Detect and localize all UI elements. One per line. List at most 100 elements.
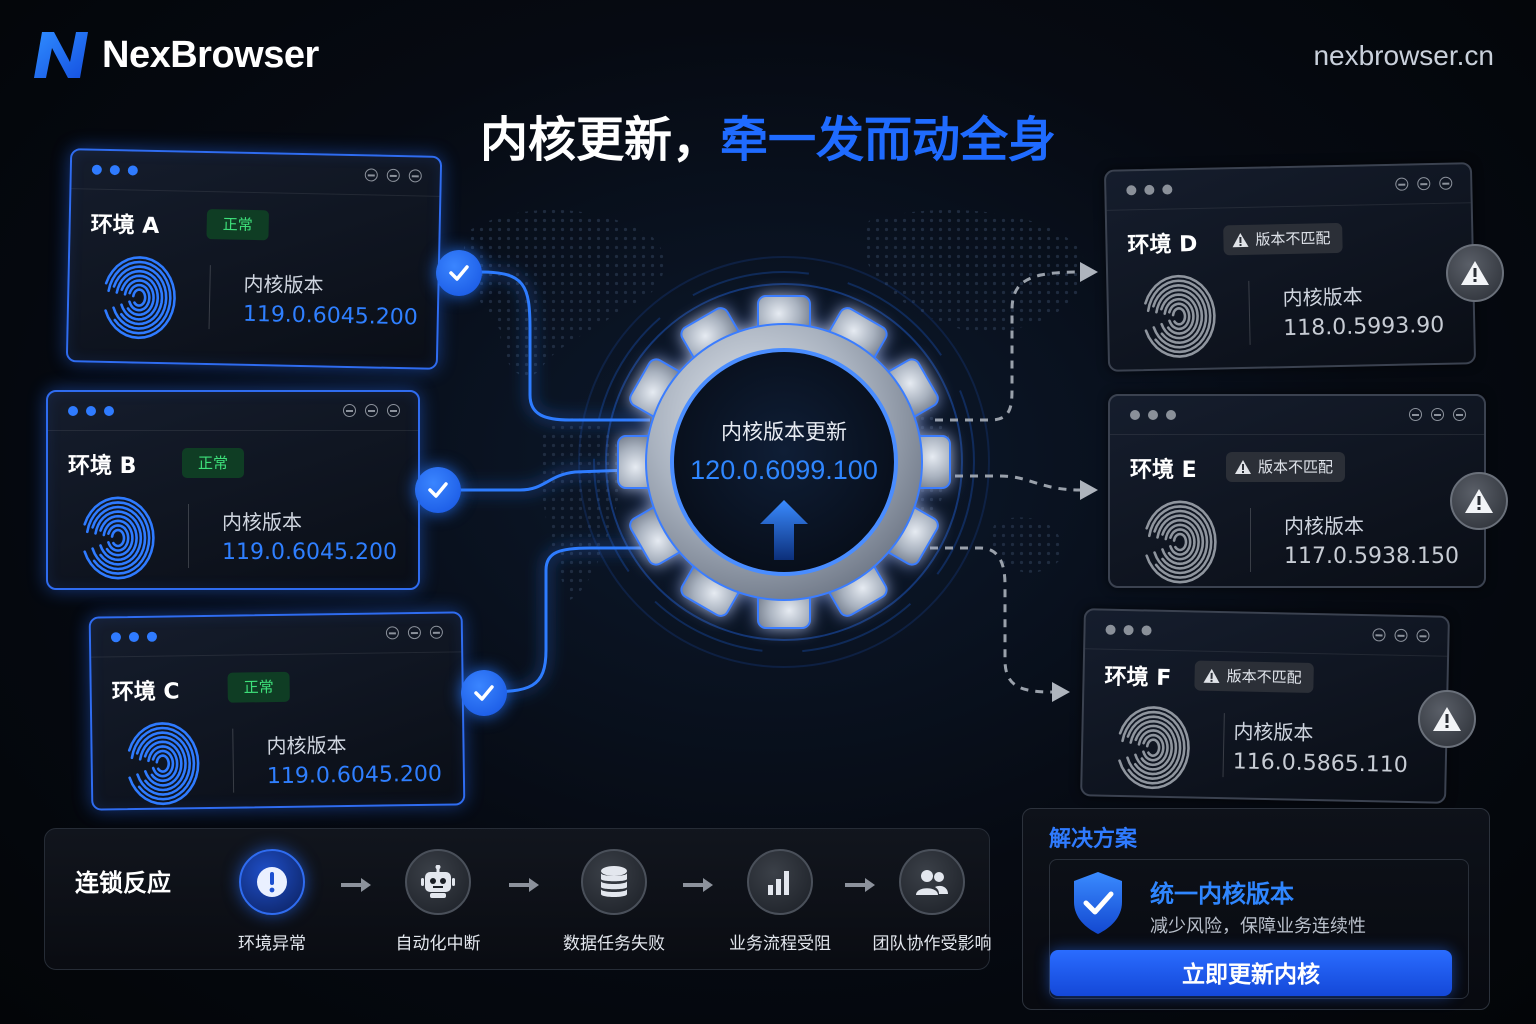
env-card-c[interactable]: 环境 C 正常 内核版本 119.0.6045.200 (88, 611, 466, 811)
window-dots (68, 406, 114, 416)
fingerprint-ridge (83, 496, 155, 580)
kernel-version: 117.0.5938.150 (1284, 544, 1459, 569)
window-controls[interactable] (385, 625, 444, 640)
step-label: 数据任务失败 (563, 934, 665, 954)
warning-icon (1446, 244, 1504, 302)
kernel-version: 118.0.5993.90 (1283, 312, 1445, 342)
kernel-label: 内核版本 (266, 733, 347, 759)
brand-logo[interactable]: NexBrowser (30, 28, 319, 82)
status-text: 版本不匹配 (1258, 458, 1334, 476)
kernel-label: 内核版本 (1282, 284, 1363, 311)
solution-card: 统一内核版本 减少风险，保障业务连续性 立即更新内核 (1049, 859, 1469, 999)
fingerprint-ridge (1148, 505, 1213, 579)
kernel-label: 内核版本 (243, 271, 324, 298)
fingerprint-ridge (1160, 293, 1199, 340)
headline-blue: 牵一发而动全身 (720, 112, 1057, 168)
fingerprint-icon (127, 722, 200, 806)
env-card-f[interactable]: 环境 F 版本不匹配 内核版本 116.0.5865.110 (1080, 608, 1450, 804)
status-badge: 正常 (227, 671, 290, 703)
fingerprint-ridge (104, 256, 176, 340)
fingerprint-ridge (1134, 724, 1174, 771)
env-name: 环境 F (1104, 664, 1172, 692)
fingerprint-ridge (99, 514, 138, 562)
solution-sub: 减少风险，保障业务连续性 (1150, 916, 1366, 937)
env-card-d[interactable]: 环境 D 版本不匹配 内核版本 118.0.5993.90 (1103, 162, 1477, 372)
window-dots (91, 164, 138, 176)
fingerprint-ridge (110, 528, 126, 548)
chain-reaction-panel: 连锁反应 环境异常 自动化中断 数据任务失败 业务流程受阻 团队协作受影响 (44, 828, 992, 970)
kernel-label: 内核版本 (1233, 719, 1314, 746)
check-icon (415, 467, 461, 513)
window-controls[interactable] (1395, 176, 1453, 191)
fingerprint-ridge (120, 274, 160, 321)
fingerprint-ridge (1168, 302, 1191, 331)
fingerprint-ridge (1169, 528, 1192, 556)
update-kernel-button[interactable]: 立即更新内核 (1050, 950, 1452, 996)
fingerprint-ridge (138, 735, 187, 792)
fingerprint-ridge (1161, 518, 1200, 566)
site-url[interactable]: nexbrowser.cn (1313, 40, 1494, 71)
fingerprint-ridge (86, 501, 151, 575)
status-text: 版本不匹配 (1255, 229, 1331, 249)
chain-step: 环境异常 (197, 849, 347, 954)
warning-icon (1203, 668, 1220, 684)
check-icon (436, 250, 482, 296)
chain-step: 业务流程受阻 (705, 849, 855, 954)
chain-step: 数据任务失败 (539, 849, 689, 954)
status-badge: 版本不匹配 (1223, 222, 1343, 256)
fingerprint-ridge (1164, 523, 1196, 561)
kernel-label: 内核版本 (222, 510, 302, 534)
env-card-b[interactable]: 环境 B 正常 内核版本 119.0.6045.200 (46, 390, 420, 590)
fingerprint-ridge (1152, 284, 1208, 349)
chain-step: 团队协作受影响 (857, 849, 1007, 954)
solution-main: 统一内核版本 (1150, 880, 1294, 908)
fingerprint-ridge (1142, 733, 1165, 762)
window-controls[interactable] (364, 168, 422, 183)
window-controls[interactable] (1409, 408, 1466, 421)
window-controls[interactable] (343, 404, 400, 417)
arrow-right-icon (683, 878, 713, 892)
fingerprint-ridge (1144, 274, 1216, 358)
warning-icon (1418, 690, 1476, 748)
shield-check-icon (1074, 872, 1122, 934)
window-dots (1126, 184, 1173, 196)
warning-icon (1235, 460, 1251, 474)
env-card-e[interactable]: 环境 E 版本不匹配 内核版本 117.0.5938.150 (1108, 394, 1486, 588)
fingerprint-ridge (130, 726, 196, 801)
fingerprint-ridge (1118, 706, 1190, 790)
fingerprint-icon (1145, 500, 1217, 584)
arrow-up-icon (760, 500, 808, 560)
arrow-right-icon (509, 878, 539, 892)
fingerprint-ridge (143, 740, 183, 787)
fingerprint-ridge (1126, 715, 1182, 780)
fingerprint-ridge (1137, 729, 1169, 767)
status-badge: 正常 (206, 209, 270, 241)
connectors-ok (460, 270, 650, 694)
arrow-right-icon (341, 878, 371, 892)
glow-rings (578, 256, 990, 668)
status-badge: 正常 (182, 448, 245, 478)
fingerprint-ridge (155, 754, 171, 773)
chain-step: 自动化中断 (363, 849, 513, 954)
kernel-version: 116.0.5865.110 (1232, 749, 1409, 778)
fingerprint-ridge (107, 524, 130, 552)
fingerprint-ridge (1121, 710, 1186, 785)
connector-arrowheads (1052, 262, 1098, 702)
database-icon (581, 849, 647, 915)
fingerprint-ridge (1129, 719, 1178, 776)
fingerprint-ridge (1163, 297, 1195, 335)
window-controls[interactable] (1372, 628, 1430, 643)
page-title: 内核更新，牵一发而动全身 (0, 100, 1536, 170)
fingerprint-ridge (131, 288, 147, 307)
fingerprint-ridge (1156, 514, 1205, 570)
gear-version: 120.0.6099.100 (690, 455, 878, 485)
env-card-a[interactable]: 环境 A 正常 内核版本 119.0.6045.200 (65, 148, 443, 370)
brand-name: NexBrowser (102, 33, 319, 76)
fingerprint-ridge (128, 283, 151, 312)
solution-panel: 解决方案 统一内核版本 减少风险，保障业务连续性 立即更新内核 (1022, 808, 1490, 1010)
fingerprint-ridge (1172, 532, 1188, 552)
window-dots (1130, 410, 1176, 420)
fingerprint-ridge (127, 722, 200, 806)
fingerprint-ridge (115, 269, 164, 326)
chain-title: 连锁反应 (75, 869, 171, 897)
